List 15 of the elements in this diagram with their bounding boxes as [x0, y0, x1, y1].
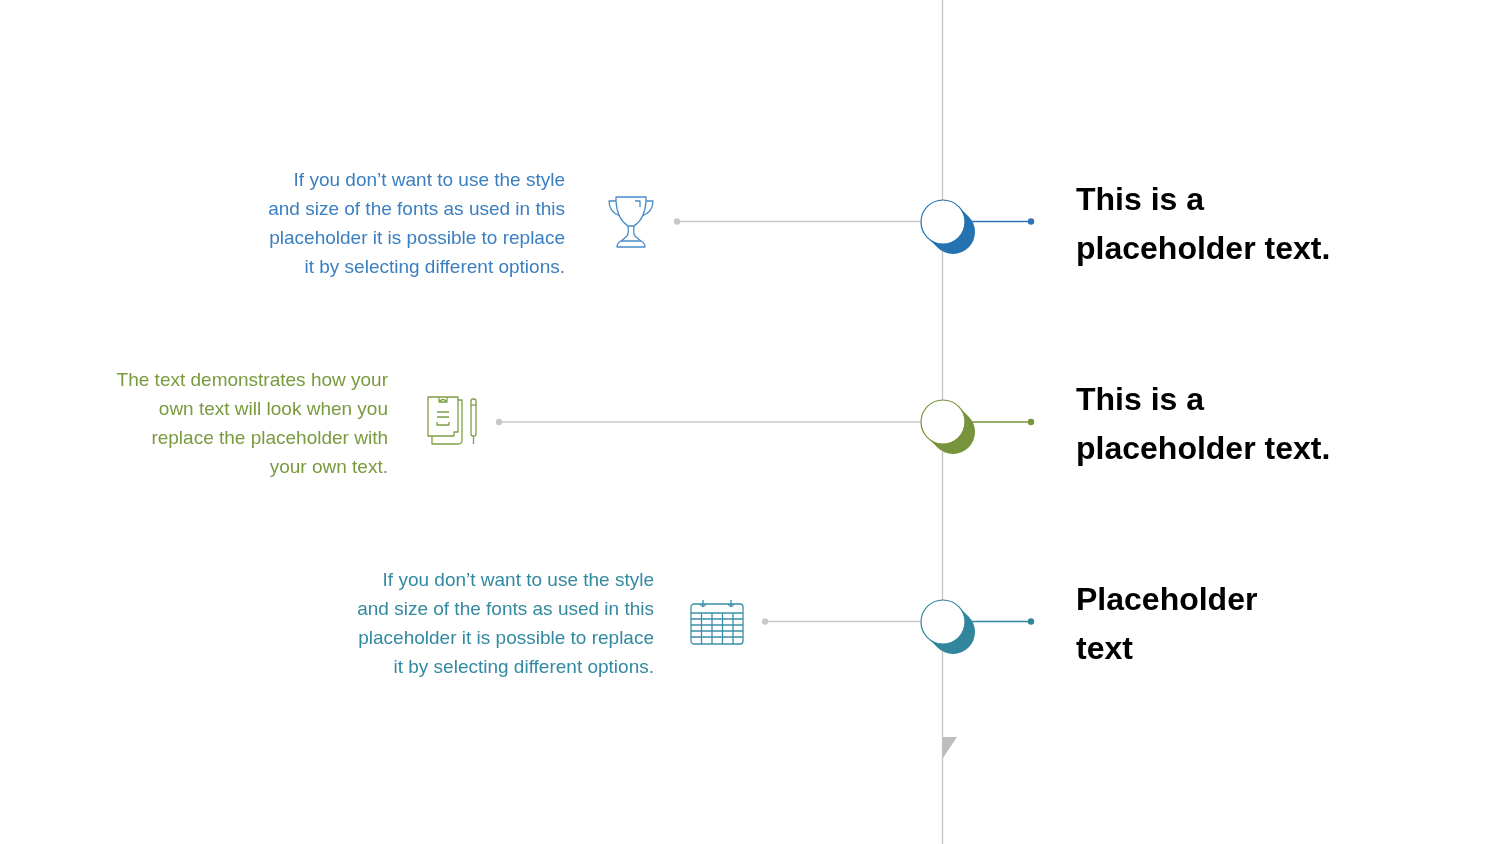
milestone-title: This is a placeholder text.: [1076, 181, 1331, 266]
trophy-icon: [607, 195, 655, 249]
timeline-marker: [919, 399, 976, 455]
calendar-icon: [690, 600, 744, 645]
description-text: If you don’t want to use the style and size of the fonts as used in this placeholder it is possible to replace it by selecting different options.: [268, 168, 565, 277]
connector-line: [970, 218, 1035, 225]
description-text: The text demonstrates how your own text will look when you replace the placeholder with your own text.: [116, 368, 388, 477]
notepad-and-pencil-icon: [427, 396, 479, 446]
connector-line: [970, 418, 1035, 426]
connector-line: [970, 618, 1035, 625]
milestone-title: This is a placeholder text.: [1076, 381, 1331, 466]
milestone-title: Placeholder text: [1076, 581, 1258, 666]
description-text: If you don’t want to use the style and size of the fonts as used in this placeholder it is possible to replace it by selecting different options.: [357, 568, 654, 677]
timeline-marker: [919, 598, 976, 655]
timeline-marker: [919, 198, 976, 255]
